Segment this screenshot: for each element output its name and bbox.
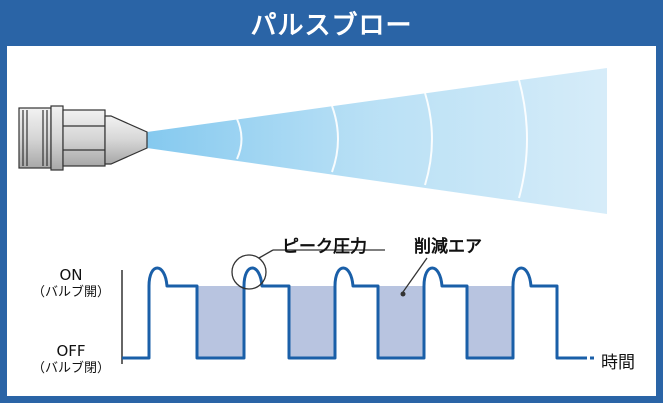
peak-pressure-label: ピーク圧力 [282, 237, 367, 257]
reduced-air-areas [197, 286, 513, 358]
off-axis-label: OFF （バルブ閉） [31, 342, 110, 376]
page-title: パルスブロー [250, 10, 413, 41]
pulse-blow-diagram [18, 68, 607, 364]
reduced-air-leader-line [402, 257, 428, 293]
nozzle-icon [18, 105, 148, 171]
reduced-air-pointer-dot [400, 291, 406, 297]
time-axis-label: 時間 [601, 353, 635, 373]
air-spray-plume [147, 68, 607, 214]
title-bar: パルスブロー [0, 0, 663, 46]
on-axis-label: ON （バルブ開） [31, 266, 110, 300]
peak-highlight-circle [231, 254, 267, 290]
pulse-waveform [122, 266, 583, 360]
reduced-air-label: 削減エア [414, 237, 482, 257]
diagram-panel: ピーク圧力 削減エア ON （バルブ開） OFF （バルブ閉） 時間 [7, 46, 656, 396]
peak-leader-line [258, 249, 274, 259]
